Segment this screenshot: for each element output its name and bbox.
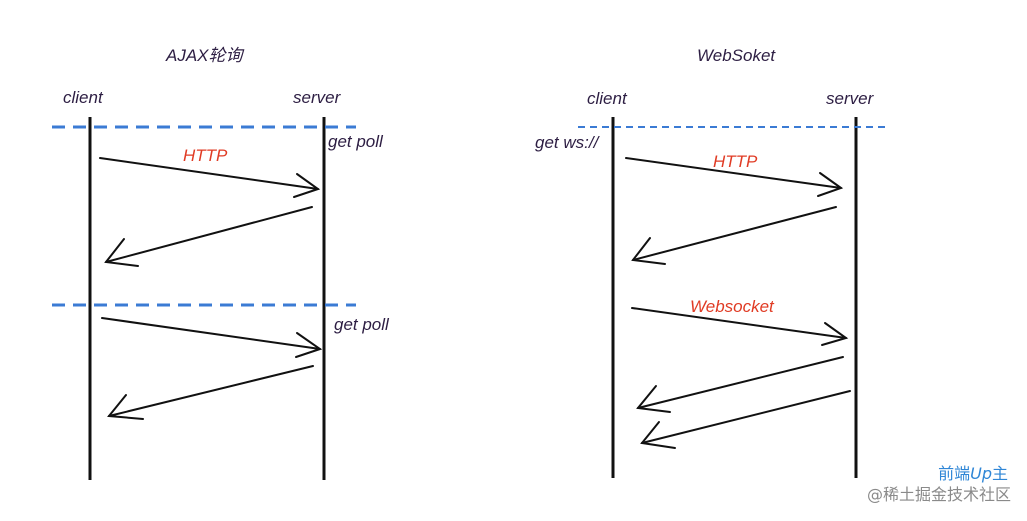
ajax-request-arrow-2 (101, 317, 323, 358)
ws-http-label: HTTP (713, 152, 758, 171)
ajax-server-label: server (293, 88, 342, 107)
ajax-request-label-2: get poll (334, 315, 390, 334)
site-watermark: @稀土掘金技术社区 (867, 485, 1011, 504)
ws-handshake-request-arrow (625, 157, 844, 197)
ajax-request-label-1: get poll (328, 132, 384, 151)
ws-server-push-arrow-1 (636, 356, 844, 413)
ajax-polling-panel: AJAX轮询 client server get poll HTTP get p… (52, 46, 390, 480)
ws-client-label: client (587, 89, 628, 108)
ws-request-label: get ws:// (535, 133, 601, 152)
brand-watermark: 前端Up主 (938, 464, 1008, 483)
ajax-title: AJAX轮询 (165, 46, 245, 65)
ajax-response-arrow-2 (107, 365, 314, 420)
ws-handshake-response-arrow (631, 206, 837, 265)
ajax-client-label: client (63, 88, 104, 107)
ajax-request-arrow-1 (99, 157, 321, 198)
ajax-response-arrow-1 (104, 206, 313, 267)
websocket-title: WebSoket (697, 46, 776, 65)
watermark: 前端Up主 @稀土掘金技术社区 (867, 464, 1011, 504)
ws-message-to-server-arrow (631, 307, 849, 346)
ws-websocket-label: Websocket (690, 297, 775, 316)
websocket-panel: WebSoket client server get ws:// HTTP We… (535, 46, 890, 478)
ws-server-label: server (826, 89, 875, 108)
ajax-http-label: HTTP (183, 146, 228, 165)
ws-server-push-arrow-2 (640, 390, 851, 449)
